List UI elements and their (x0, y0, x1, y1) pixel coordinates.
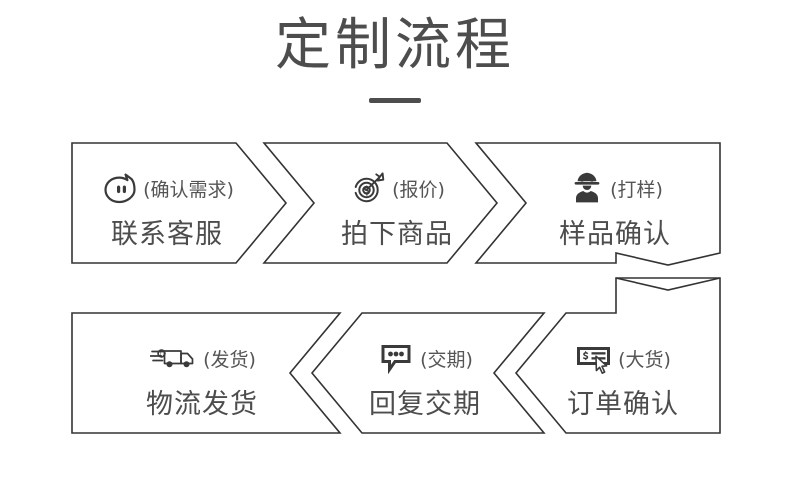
step-shape-6 (71, 312, 342, 434)
step-1-label: 联系客服 (111, 219, 223, 250)
process-flow-diagram: (确认需求) 联系客服 (0, 128, 790, 458)
step-2-head: (报价) (292, 168, 502, 208)
step-4-label: 订单确认 (567, 389, 679, 420)
step-5-reply-delivery[interactable]: (交期) 回复交期 (320, 338, 530, 421)
step-shape-2 (262, 142, 499, 264)
payment-card-cursor-icon (575, 339, 615, 377)
step-1-contact-service[interactable]: (确认需求) 联系客服 (62, 168, 272, 251)
flow-outline-svg (71, 142, 721, 434)
page-title: 定制流程 (275, 13, 515, 78)
title-divider (369, 98, 421, 103)
step-3-note: (打样) (610, 178, 663, 201)
step-3-head: (打样) (510, 168, 720, 208)
step-shape-5 (310, 312, 546, 434)
step-6-head: 17 (发货) (97, 338, 307, 378)
target-dart-icon (349, 169, 389, 207)
worker-helmet-icon (567, 169, 607, 207)
step-3-label: 样品确认 (559, 219, 671, 250)
delivery-truck-icon: 17 (148, 339, 200, 377)
step-1-note: (确认需求) (143, 178, 234, 201)
chat-dots-icon (377, 339, 417, 377)
step-shape-4 (514, 277, 721, 434)
step-5-note: (交期) (420, 348, 473, 371)
step-shape-1 (71, 142, 288, 264)
step-shape-3 (474, 142, 721, 266)
step-4-head: (大货) (518, 338, 728, 378)
step-5-head: (交期) (320, 338, 530, 378)
step-2-place-order[interactable]: (报价) 拍下商品 (292, 168, 502, 251)
step-6-note: (发货) (203, 348, 256, 371)
step-5-label: 回复交期 (369, 389, 481, 420)
step-2-note: (报价) (392, 178, 445, 201)
step-4-note: (大货) (618, 348, 671, 371)
step-4-order-confirm[interactable]: (大货) 订单确认 (518, 338, 728, 421)
step-3-sample-confirm[interactable]: (打样) 样品确认 (510, 168, 720, 251)
page-header: 定制流程 (0, 8, 790, 103)
step-2-label: 拍下商品 (341, 219, 453, 250)
step-6-logistics-shipping[interactable]: 17 (发货) 物流发货 (97, 338, 307, 421)
step-6-label: 物流发货 (146, 389, 258, 420)
step-1-head: (确认需求) (62, 168, 272, 208)
speech-face-icon (100, 169, 140, 207)
truck-clock-digit: 17 (159, 351, 165, 357)
down-connector-chevron (615, 277, 721, 291)
